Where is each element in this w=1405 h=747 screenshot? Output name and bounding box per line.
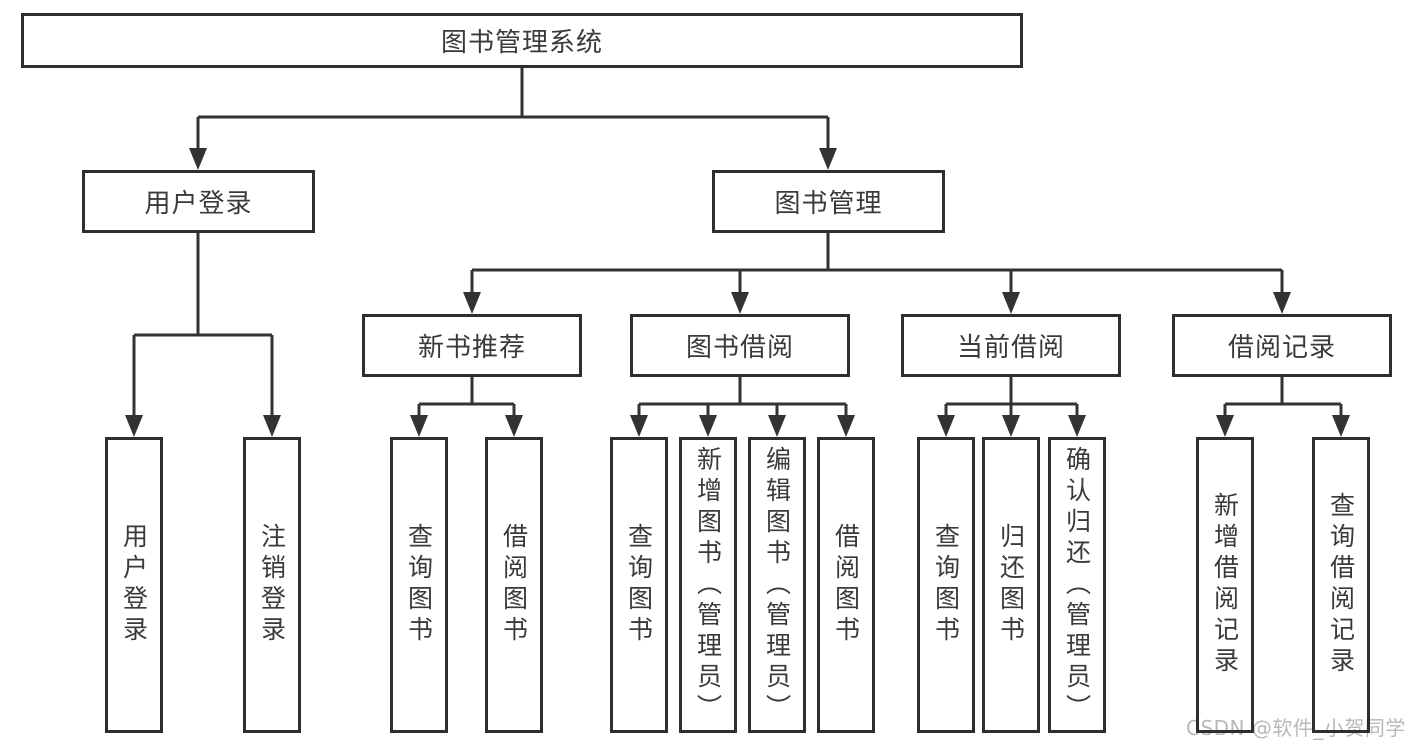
connector-new-book-rec-to-leaves <box>410 377 523 437</box>
connector-user-login-to-leaves <box>125 233 281 437</box>
node-user-login-label: 用户登录 <box>144 189 253 219</box>
leaf-br-query-record: 查询借阅记录 <box>1312 437 1370 733</box>
node-borrow-record-label: 借阅记录 <box>1227 333 1336 363</box>
node-new-book-rec: 新书推荐 <box>362 314 582 377</box>
connector-book-borrow-to-leaves <box>630 377 855 437</box>
leaf-cb-query-books-label: 查询图书 <box>931 523 961 647</box>
node-current-borrow-label: 当前借阅 <box>956 333 1065 363</box>
leaf-nbr-borrow-books-label: 借阅图书 <box>499 523 529 647</box>
node-borrow-record: 借阅记录 <box>1172 314 1392 377</box>
connector-root-to-level2 <box>189 68 837 170</box>
leaf-br-query-record-label: 查询借阅记录 <box>1326 492 1356 678</box>
leaf-cb-query-books: 查询图书 <box>917 437 975 733</box>
leaf-user-login: 用户登录 <box>105 437 163 733</box>
leaf-bb-borrow-books-label: 借阅图书 <box>831 523 861 647</box>
node-book-mgmt: 图书管理 <box>712 170 945 233</box>
node-root: 图书管理系统 <box>21 13 1023 68</box>
leaf-nbr-borrow-books: 借阅图书 <box>485 437 543 733</box>
leaf-bb-query-books-label: 查询图书 <box>624 523 654 647</box>
leaf-br-add-record: 新增借阅记录 <box>1196 437 1254 733</box>
leaf-bb-query-books: 查询图书 <box>610 437 668 733</box>
node-book-mgmt-label: 图书管理 <box>774 189 883 219</box>
connector-book-mgmt-to-level3 <box>463 233 1291 314</box>
csdn-watermark: CSDN @软件_小贺同学 <box>1186 716 1405 740</box>
node-new-book-rec-label: 新书推荐 <box>417 333 526 363</box>
node-user-login: 用户登录 <box>82 170 315 233</box>
leaf-nbr-query-books-label: 查询图书 <box>404 523 434 647</box>
node-book-borrow: 图书借阅 <box>630 314 850 377</box>
leaf-logout: 注销登录 <box>243 437 301 733</box>
leaf-br-add-record-label: 新增借阅记录 <box>1210 492 1240 678</box>
leaf-logout-label: 注销登录 <box>257 523 287 647</box>
node-current-borrow: 当前借阅 <box>901 314 1121 377</box>
leaf-cb-return-books: 归还图书 <box>982 437 1040 733</box>
node-root-label: 图书管理系统 <box>440 28 603 58</box>
leaf-cb-confirm-return-admin: 确认归还（管理员） <box>1048 437 1106 733</box>
leaf-user-login-label: 用户登录 <box>119 523 149 647</box>
leaf-cb-return-books-label: 归还图书 <box>996 523 1026 647</box>
leaf-bb-borrow-books: 借阅图书 <box>817 437 875 733</box>
leaf-bb-edit-books-admin-label: 编辑图书（管理员） <box>762 445 792 725</box>
node-book-borrow-label: 图书借阅 <box>685 333 794 363</box>
leaf-cb-confirm-return-admin-label: 确认归还（管理员） <box>1062 445 1092 725</box>
connector-current-borrow-to-leaves <box>937 377 1086 437</box>
leaf-bb-edit-books-admin: 编辑图书（管理员） <box>748 437 806 733</box>
leaf-bb-add-books-admin-label: 新增图书（管理员） <box>693 445 723 725</box>
leaf-bb-add-books-admin: 新增图书（管理员） <box>679 437 737 733</box>
leaf-nbr-query-books: 查询图书 <box>390 437 448 733</box>
connector-borrow-record-to-leaves <box>1216 377 1350 437</box>
